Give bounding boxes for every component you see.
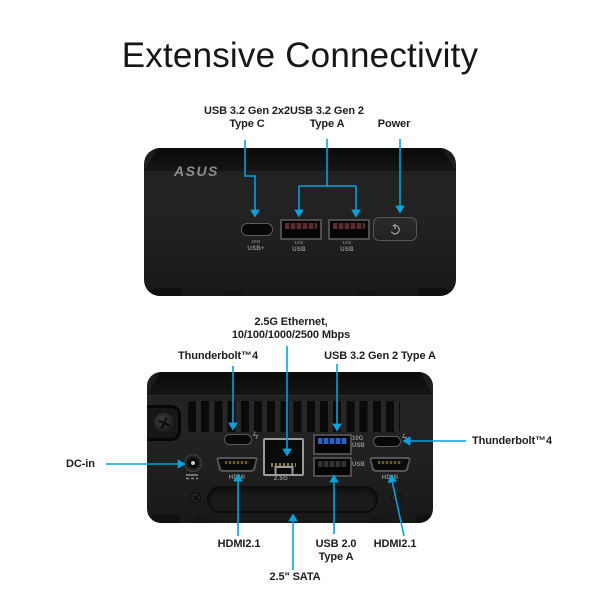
usb-c-port-tag: 20G USB+ <box>247 239 265 252</box>
front-foot-left <box>152 288 182 296</box>
callout-label-hdmi-right: HDMI2.1 <box>373 538 417 550</box>
callout-label-sata: 2.5" SATA <box>269 571 321 583</box>
power-icon <box>390 223 400 235</box>
power-button <box>373 217 417 241</box>
callout-label-usb20: USB 2.0 Type A <box>315 538 357 563</box>
usb-a-port-2 <box>328 219 370 240</box>
page-title: Extensive Connectivity <box>121 36 479 75</box>
hdmi-port-left <box>216 457 258 472</box>
thunderbolt-port-right <box>373 436 401 447</box>
rear-clip-right <box>371 517 387 523</box>
asus-logo: ASUS <box>174 163 219 179</box>
front-foot-right <box>418 288 448 296</box>
usb-a-port-1-tag: 10G USB <box>292 240 306 253</box>
callout-label-usb-c: USB 3.2 Gen 2x2 Type C <box>204 105 290 130</box>
callout-label-ethernet: 2.5G Ethernet, 10/100/1000/2500 Mbps <box>231 316 351 341</box>
rear-foot-left <box>152 515 180 523</box>
thunderbolt-port-left <box>224 434 252 445</box>
usb-a-port-1 <box>280 219 322 240</box>
mini-pc-front-view: ASUS 20G USB+ 10G USB 10G USB <box>144 148 456 296</box>
hdmi-port-right <box>369 457 411 472</box>
usb20-port-tag: USB <box>352 462 365 468</box>
dc-icon <box>186 474 198 480</box>
callout-label-thunderbolt-right: Thunderbolt™4 <box>472 435 552 447</box>
hdmi-port-left-tag: HDMI <box>228 475 246 481</box>
lock-screw-icon <box>154 413 174 433</box>
usb-a-port-2-tag: 10G USB <box>340 240 354 253</box>
usb20-port <box>313 457 352 477</box>
hdmi-port-right-tag: HDMI <box>381 475 399 481</box>
usb-c-port <box>241 223 273 236</box>
callout-label-usb-a: USB 3.2 Gen 2 Type A <box>290 105 364 130</box>
callout-label-thunderbolt-left: Thunderbolt™4 <box>178 350 258 362</box>
mini-pc-rear-view: ϟ 2.5G 10G USB ϟ HDMI U <box>147 372 433 523</box>
callout-label-dc-in: DC-in <box>66 458 95 470</box>
front-clip-right <box>356 290 376 296</box>
thunderbolt-icon-right: ϟ <box>402 433 408 444</box>
ethernet-port <box>263 438 304 476</box>
sata-bay-cover <box>207 486 378 513</box>
case-screw-left <box>190 492 201 503</box>
front-top-face <box>144 148 456 171</box>
ethernet-port-tag: 2.5G <box>273 476 289 482</box>
front-clip-left <box>224 290 244 296</box>
callout-label-hdmi-left: HDMI2.1 <box>217 538 261 550</box>
usb32-port-rear <box>313 434 352 455</box>
callout-label-usb32: USB 3.2 Gen 2 Type A <box>324 350 436 362</box>
thunderbolt-icon-left: ϟ <box>253 431 259 442</box>
vent-grille <box>188 401 400 432</box>
rear-clip-left <box>195 517 211 523</box>
callout-label-power: Power <box>377 118 411 130</box>
dc-in-jack <box>184 454 202 472</box>
rear-top-face <box>147 372 433 396</box>
rear-foot-right <box>416 515 433 523</box>
usb32-port-tag: 10G USB <box>352 436 365 449</box>
lock-anchor <box>147 405 181 441</box>
case-screw-right <box>391 492 402 503</box>
